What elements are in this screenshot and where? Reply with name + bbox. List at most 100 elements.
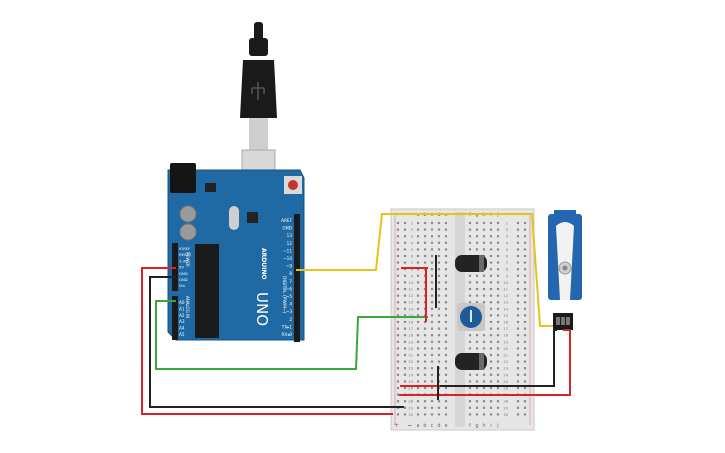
breadboard-row-number: 22	[503, 360, 508, 364]
breadboard-hole	[423, 360, 427, 363]
breadboard-hole	[482, 340, 486, 343]
breadboard-column-letter: j	[496, 423, 498, 429]
digital-pin-label: RX◂0	[281, 332, 292, 337]
digital-pin-label: TX▸1	[281, 324, 293, 329]
breadboard-hole	[516, 281, 520, 284]
breadboard-row-number: 25	[408, 380, 413, 384]
breadboard-hole	[403, 320, 407, 324]
breadboard-hole	[468, 221, 472, 225]
breadboard-hole	[423, 347, 427, 350]
breadboard-hole	[430, 334, 434, 337]
breadboard-hole	[396, 287, 400, 291]
breadboard-hole	[437, 413, 441, 416]
breadboard-row-number: 21	[408, 354, 413, 358]
breadboard-hole	[403, 347, 407, 350]
breadboard-column-letter: a	[416, 423, 419, 429]
breadboard-hole	[396, 327, 400, 330]
breadboard-hole	[416, 261, 420, 264]
wire-power-red	[141, 267, 393, 415]
breadboard-hole	[444, 320, 448, 324]
breadboard-hole	[496, 261, 500, 264]
breadboard-hole	[496, 294, 500, 297]
breadboard-hole	[496, 320, 500, 324]
breadboard-hole	[489, 254, 493, 258]
breadboard-hole	[468, 287, 472, 291]
breadboard-hole	[416, 254, 420, 258]
breadboard-hole	[396, 334, 400, 337]
wire-analog-green	[155, 300, 428, 370]
breadboard-hole	[430, 353, 434, 357]
breadboard-hole	[489, 360, 493, 363]
breadboard-hole	[516, 228, 520, 231]
breadboard-hole	[523, 413, 527, 416]
breadboard-hole	[475, 347, 479, 350]
breadboard-row-number: 10	[503, 281, 508, 285]
breadboard-hole	[523, 367, 527, 370]
breadboard-column-letter: d	[437, 423, 440, 429]
analog-pin-label: A4	[179, 326, 185, 331]
breadboard-hole	[444, 340, 448, 343]
analog-pin-label: A3	[179, 319, 185, 324]
breadboard-hole	[489, 235, 493, 238]
breadboard-row-number: 3	[506, 235, 508, 239]
breadboard-hole	[416, 373, 420, 376]
analog-header-title: ANALOG IN	[185, 296, 190, 318]
breadboard-hole	[523, 221, 527, 225]
breadboard-hole	[403, 248, 407, 251]
breadboard-hole	[444, 373, 448, 376]
breadboard-hole	[468, 413, 472, 416]
breadboard-hole	[523, 373, 527, 376]
breadboard-hole	[516, 254, 520, 258]
breadboard-hole	[437, 268, 441, 271]
breadboard-row-number: 14	[408, 307, 413, 311]
breadboard-hole	[437, 241, 441, 244]
breadboard-hole	[430, 400, 434, 403]
breadboard-hole	[437, 281, 441, 284]
breadboard-hole	[523, 261, 527, 264]
breadboard-row-number: 24	[408, 373, 413, 377]
breadboard-hole	[403, 274, 407, 277]
breadboard-hole	[396, 340, 400, 343]
breadboard-hole	[444, 406, 448, 409]
breadboard-hole	[516, 221, 520, 225]
breadboard-hole	[403, 406, 407, 409]
breadboard-hole	[496, 367, 500, 370]
breadboard-row-number: 20	[408, 347, 413, 351]
breadboard-hole	[489, 320, 493, 324]
breadboard-hole	[444, 254, 448, 258]
breadboard-row-number: 30	[408, 413, 413, 417]
breadboard-hole	[416, 367, 420, 370]
breadboard-hole	[430, 373, 434, 376]
breadboard-hole	[516, 274, 520, 277]
breadboard-row-number: 19	[503, 340, 508, 344]
breadboard-hole	[523, 353, 527, 357]
breadboard-hole	[482, 386, 486, 390]
breadboard-hole	[482, 241, 486, 244]
breadboard-hole	[468, 386, 472, 390]
breadboard-hole	[430, 320, 434, 324]
breadboard-hole	[523, 314, 527, 317]
breadboard-hole	[475, 380, 479, 383]
breadboard-hole	[437, 327, 441, 330]
breadboard-hole	[444, 261, 448, 264]
breadboard-hole	[516, 248, 520, 251]
breadboard-hole	[516, 268, 520, 271]
breadboard-column-letter: c	[431, 423, 434, 429]
breadboard-row-number: 26	[408, 387, 413, 391]
breadboard-hole	[430, 228, 434, 231]
breadboard-hole	[475, 287, 479, 291]
breadboard-hole	[423, 400, 427, 403]
breadboard-hole	[396, 307, 400, 310]
breadboard-row-number: 5	[506, 248, 508, 252]
breadboard-hole	[396, 353, 400, 357]
breadboard-hole	[437, 314, 441, 317]
digital-pin-label: 12	[287, 241, 293, 246]
wire-servo-ground-black	[406, 329, 557, 387]
breadboard-hole	[523, 334, 527, 337]
analog-pin-label: A5	[179, 332, 185, 337]
breadboard-hole	[516, 241, 520, 244]
breadboard-hole	[444, 274, 448, 277]
breadboard-hole	[489, 248, 493, 251]
breadboard-hole	[403, 353, 407, 357]
power-pin-label: 3.3V	[179, 258, 188, 263]
